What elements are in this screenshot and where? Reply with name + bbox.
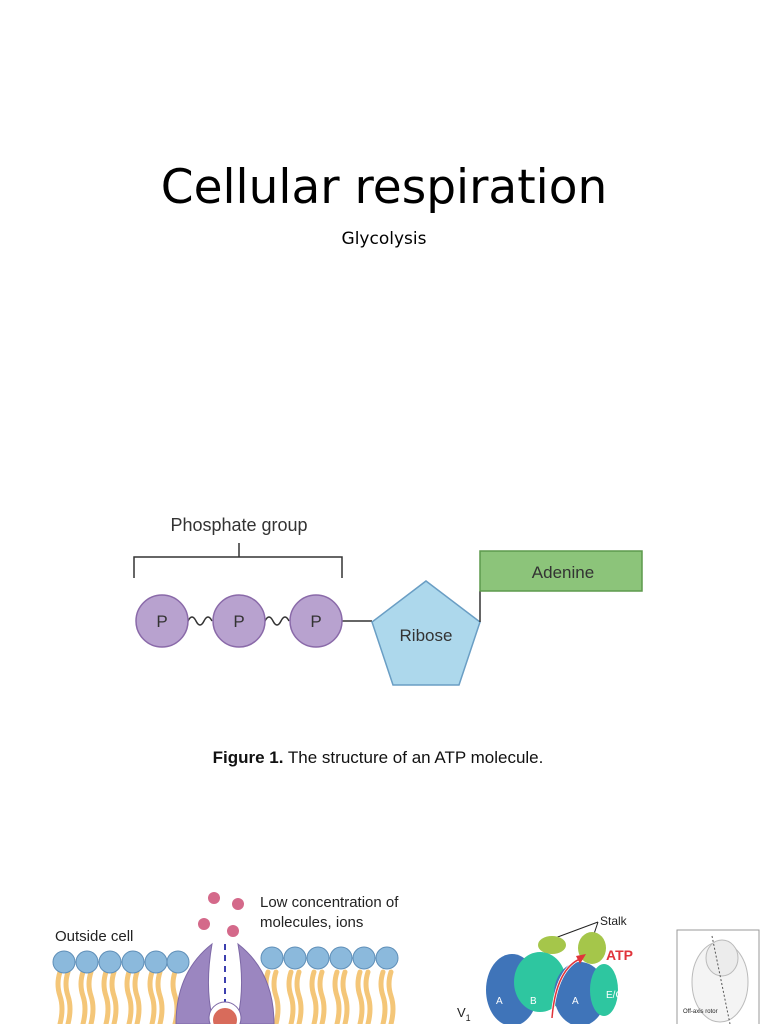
channel-protein-left <box>175 942 215 1024</box>
subunit-lime-1 <box>538 936 566 954</box>
stalk-label: Stalk <box>600 914 628 928</box>
phosphate-circle-1 <box>135 594 189 648</box>
lipid-tails-left <box>55 969 180 1024</box>
lipid-heads <box>52 946 399 974</box>
ribose-pentagon <box>371 580 481 686</box>
phosphate-group-bracket <box>133 543 343 578</box>
adenine-box <box>479 550 643 592</box>
ribose-label: Ribose <box>400 626 453 645</box>
slide-subtitle: Glycolysis <box>341 229 427 249</box>
adenine-label: Adenine <box>532 563 594 582</box>
molecule-dot <box>208 892 220 904</box>
offaxis-rotor-axis <box>711 935 731 1024</box>
molecule-in-channel <box>213 1008 237 1024</box>
phosphate-label-1: P <box>156 612 167 631</box>
subunit-lime-2 <box>578 932 606 964</box>
low-concentration-label-line2: molecules, ions <box>260 914 363 931</box>
v1-label-main: V <box>457 1005 466 1020</box>
phosphate-label-3: P <box>310 612 321 631</box>
v1-label: V1 <box>457 1005 471 1023</box>
phosphate-bond-1 <box>187 616 213 626</box>
slide-title: Cellular respiration <box>160 160 608 215</box>
offaxis-rotor-shape-top <box>705 939 739 977</box>
figure-caption: Figure 1. The structure of an ATP molecu… <box>213 748 544 767</box>
molecule-dot <box>227 925 239 937</box>
figure-caption-text: The structure of an ATP molecule. <box>284 748 544 767</box>
subunit-teal-1 <box>514 952 566 1012</box>
rotation-arrow-head <box>576 954 586 964</box>
subunit-teal-2 <box>590 964 618 1016</box>
subunit-label-a2: A <box>572 996 579 1007</box>
subunit-label-b: B <box>530 996 537 1007</box>
rotation-arrow-outline <box>551 957 583 1019</box>
v1-label-sub: 1 <box>466 1013 471 1023</box>
figure-caption-bold: Figure 1. <box>213 748 284 767</box>
offaxis-rotor-label: Off-axis rotor <box>683 1009 718 1015</box>
subunit-label-eg: E/G <box>606 990 623 1001</box>
subunit-label-a1: A <box>496 996 503 1007</box>
low-concentration-label-line1: Low concentration of <box>260 894 399 911</box>
phosphate-bond-2 <box>264 616 290 626</box>
phosphate-group-label: Phosphate group <box>170 515 307 535</box>
molecule-dot <box>232 898 244 910</box>
outside-cell-label: Outside cell <box>55 928 133 945</box>
molecule-dot <box>198 918 210 930</box>
atp-label: ATP <box>606 947 633 963</box>
phosphate-circle-2 <box>212 594 266 648</box>
phosphate-label-2: P <box>233 612 244 631</box>
phosphate-circle-3 <box>289 594 343 648</box>
channel-protein-right <box>235 942 275 1024</box>
